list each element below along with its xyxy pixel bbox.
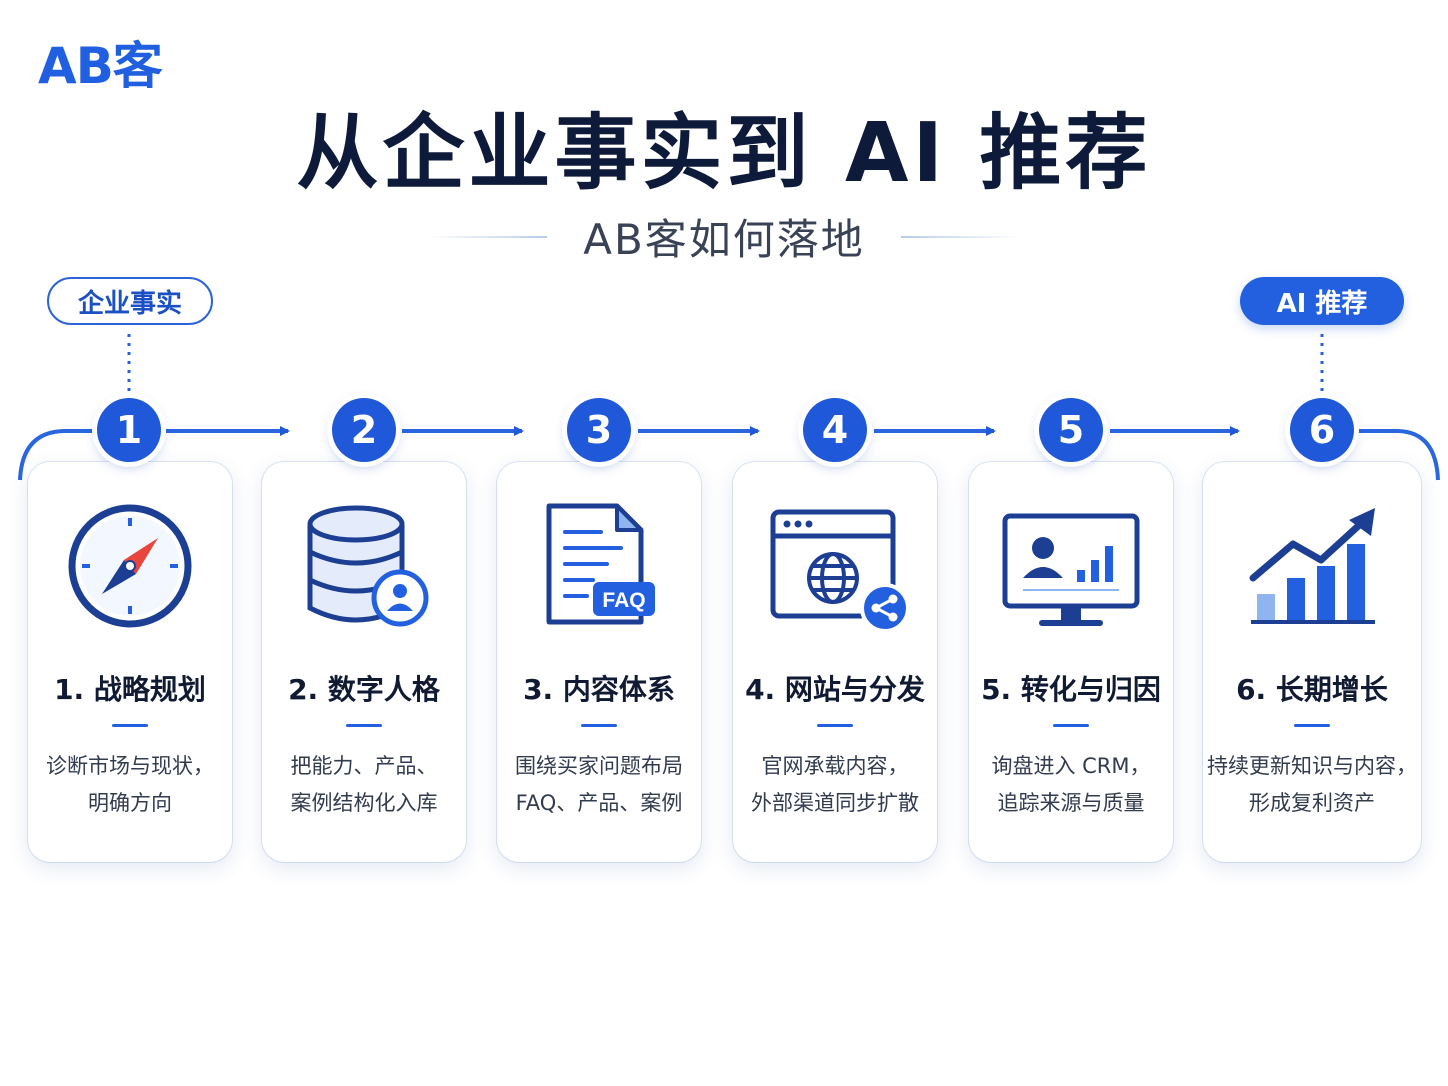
step-desc-line-1: 围绕买家问题布局 — [515, 754, 683, 778]
end-tag: AI 推荐 — [1240, 277, 1404, 325]
step-card-1: 1. 战略规划 诊断市场与现状， 明确方向 — [28, 462, 232, 862]
page-subtitle: AB客如何落地 — [583, 215, 865, 264]
subtitle-row: AB客如何落地 — [0, 206, 1448, 267]
monitor-analytics-icon — [1002, 513, 1140, 626]
start-tag: 企业事实 — [47, 277, 213, 325]
step-divider — [581, 724, 617, 727]
step-number-5: 5 — [1039, 398, 1103, 462]
step-description: 官网承载内容， 外部渠道同步扩散 — [733, 748, 937, 822]
globe-share-icon — [770, 509, 910, 633]
step-title: 6. 长期增长 — [1236, 673, 1388, 706]
brand-logo: AB客 — [38, 37, 163, 95]
step-card-3: FAQ 3. 内容体系 围绕买家问题布局 FAQ、产品、案例 — [497, 462, 701, 862]
faq-document-icon: FAQ — [546, 503, 655, 625]
step-number-4: 4 — [803, 398, 867, 462]
step-desc-line-1: 把能力、产品、 — [290, 754, 438, 778]
flow-line-right — [1354, 429, 1440, 481]
step-divider — [817, 724, 853, 727]
step-desc-line-2: 明确方向 — [88, 791, 172, 815]
step-desc-line-1: 诊断市场与现状， — [46, 754, 214, 778]
step-description: 诊断市场与现状， 明确方向 — [28, 748, 232, 822]
step-description: 围绕买家问题布局 FAQ、产品、案例 — [497, 748, 701, 822]
growth-chart-icon — [1249, 508, 1375, 624]
step-divider — [346, 724, 382, 727]
step-desc-line-1: 持续更新知识与内容， — [1207, 754, 1417, 778]
step-title: 3. 内容体系 — [523, 673, 675, 706]
flow-line-left — [18, 429, 96, 481]
compass-icon — [68, 504, 192, 628]
step-card-4: 4. 网站与分发 官网承载内容， 外部渠道同步扩散 — [733, 462, 937, 862]
step-desc-line-2: 外部渠道同步扩散 — [751, 791, 919, 815]
step-description: 询盘进入 CRM， 追踪来源与质量 — [969, 748, 1173, 822]
step-description: 把能力、产品、 案例结构化入库 — [262, 748, 466, 822]
step-divider — [1053, 724, 1089, 727]
step-title: 4. 网站与分发 — [745, 673, 925, 706]
step-title: 1. 战略规划 — [54, 673, 206, 706]
step-number-2: 2 — [332, 398, 396, 462]
step-card-5: 5. 转化与归因 询盘进入 CRM， 追踪来源与质量 — [969, 462, 1173, 862]
step-divider — [1294, 724, 1330, 727]
step-desc-line-2: 案例结构化入库 — [290, 791, 438, 815]
subtitle-divider-right — [900, 235, 1021, 238]
faq-badge-label: FAQ — [602, 589, 645, 612]
step-title: 2. 数字人格 — [288, 673, 440, 706]
subtitle-divider-left — [427, 235, 548, 238]
step-desc-line-1: 询盘进入 CRM， — [991, 754, 1151, 778]
step-number-6: 6 — [1290, 398, 1354, 462]
step-card-6: 6. 长期增长 持续更新知识与内容， 形成复利资产 — [1203, 462, 1421, 862]
step-desc-line-2: 追踪来源与质量 — [997, 791, 1145, 815]
step-desc-line-2: 形成复利资产 — [1249, 791, 1375, 815]
step-divider — [112, 724, 148, 727]
step-card-2: 2. 数字人格 把能力、产品、 案例结构化入库 — [262, 462, 466, 862]
step-desc-line-1: 官网承载内容， — [761, 754, 909, 778]
step-title: 5. 转化与归因 — [981, 673, 1161, 706]
database-user-icon — [307, 505, 429, 627]
page-title: 从企业事实到 AI 推荐 — [296, 106, 1152, 201]
step-desc-line-2: FAQ、产品、案例 — [515, 791, 683, 815]
step-number-3: 3 — [567, 398, 631, 462]
step-description: 持续更新知识与内容， 形成复利资产 — [1203, 748, 1421, 822]
step-number-1: 1 — [97, 398, 161, 462]
